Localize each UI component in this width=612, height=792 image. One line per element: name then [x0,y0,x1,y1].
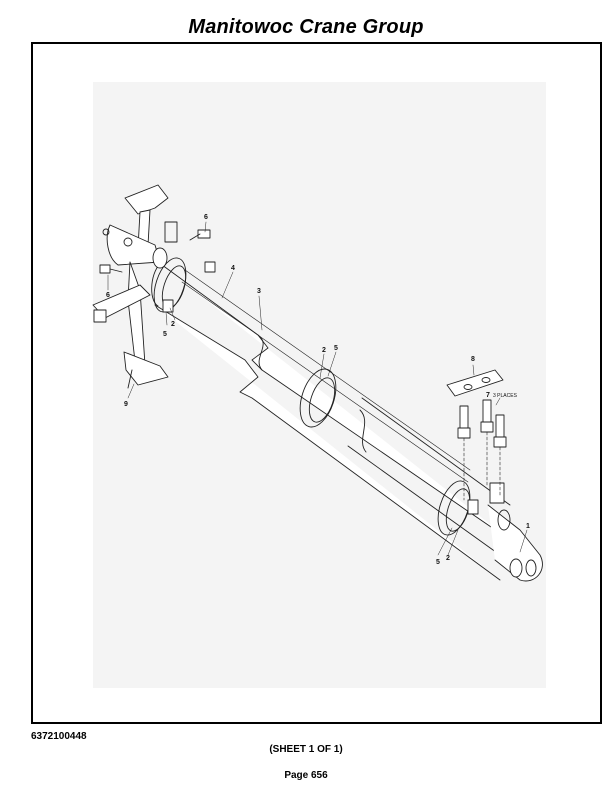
bolt-upper [189,229,211,241]
bolt-left [99,264,123,274]
band-clamp-middle [299,368,337,428]
band-clamp-front [437,480,505,536]
page-number: Page 656 [284,770,328,781]
drawing-frame [31,42,602,724]
callout-4: 4 [231,265,235,272]
leader-lines [107,221,528,556]
part-number: 6372100448 [31,731,87,742]
page-title: Manitowoc Crane Group [188,16,424,38]
hydraulic-fitting-1 [457,405,471,439]
cylinder-head [152,247,216,273]
callout-6-left: 6 [106,292,110,299]
sheet-label: (SHEET 1 OF 1) [269,744,343,755]
callout-2-middle: 2 [322,347,326,354]
callout-3: 3 [257,288,261,295]
callout-7: 7 [486,392,490,399]
hydraulic-fitting-2 [480,399,494,433]
callout-5-rear: 5 [163,331,167,338]
band-clamp-rear [153,221,187,313]
callout-6-upper: 6 [204,214,208,221]
upper-mount-bracket [102,184,169,371]
rod-end-clevis [487,504,543,582]
assembly-lines [463,431,501,501]
callout-2-front: 2 [446,555,450,562]
cylinder-tube [151,260,511,581]
mounting-plate [446,369,504,397]
hydraulic-fitting-3 [493,414,507,448]
callout-5-front: 5 [436,559,440,566]
callout-5-middle: 5 [334,345,338,352]
callout-8: 8 [471,356,475,363]
callout-1: 1 [526,523,530,530]
mount-square-tube [92,284,151,323]
callout-2-rear: 2 [171,321,175,328]
lower-foot-bracket [123,351,169,389]
callout-9: 9 [124,401,128,408]
callout-7-note: 3 PLACES [493,393,518,399]
